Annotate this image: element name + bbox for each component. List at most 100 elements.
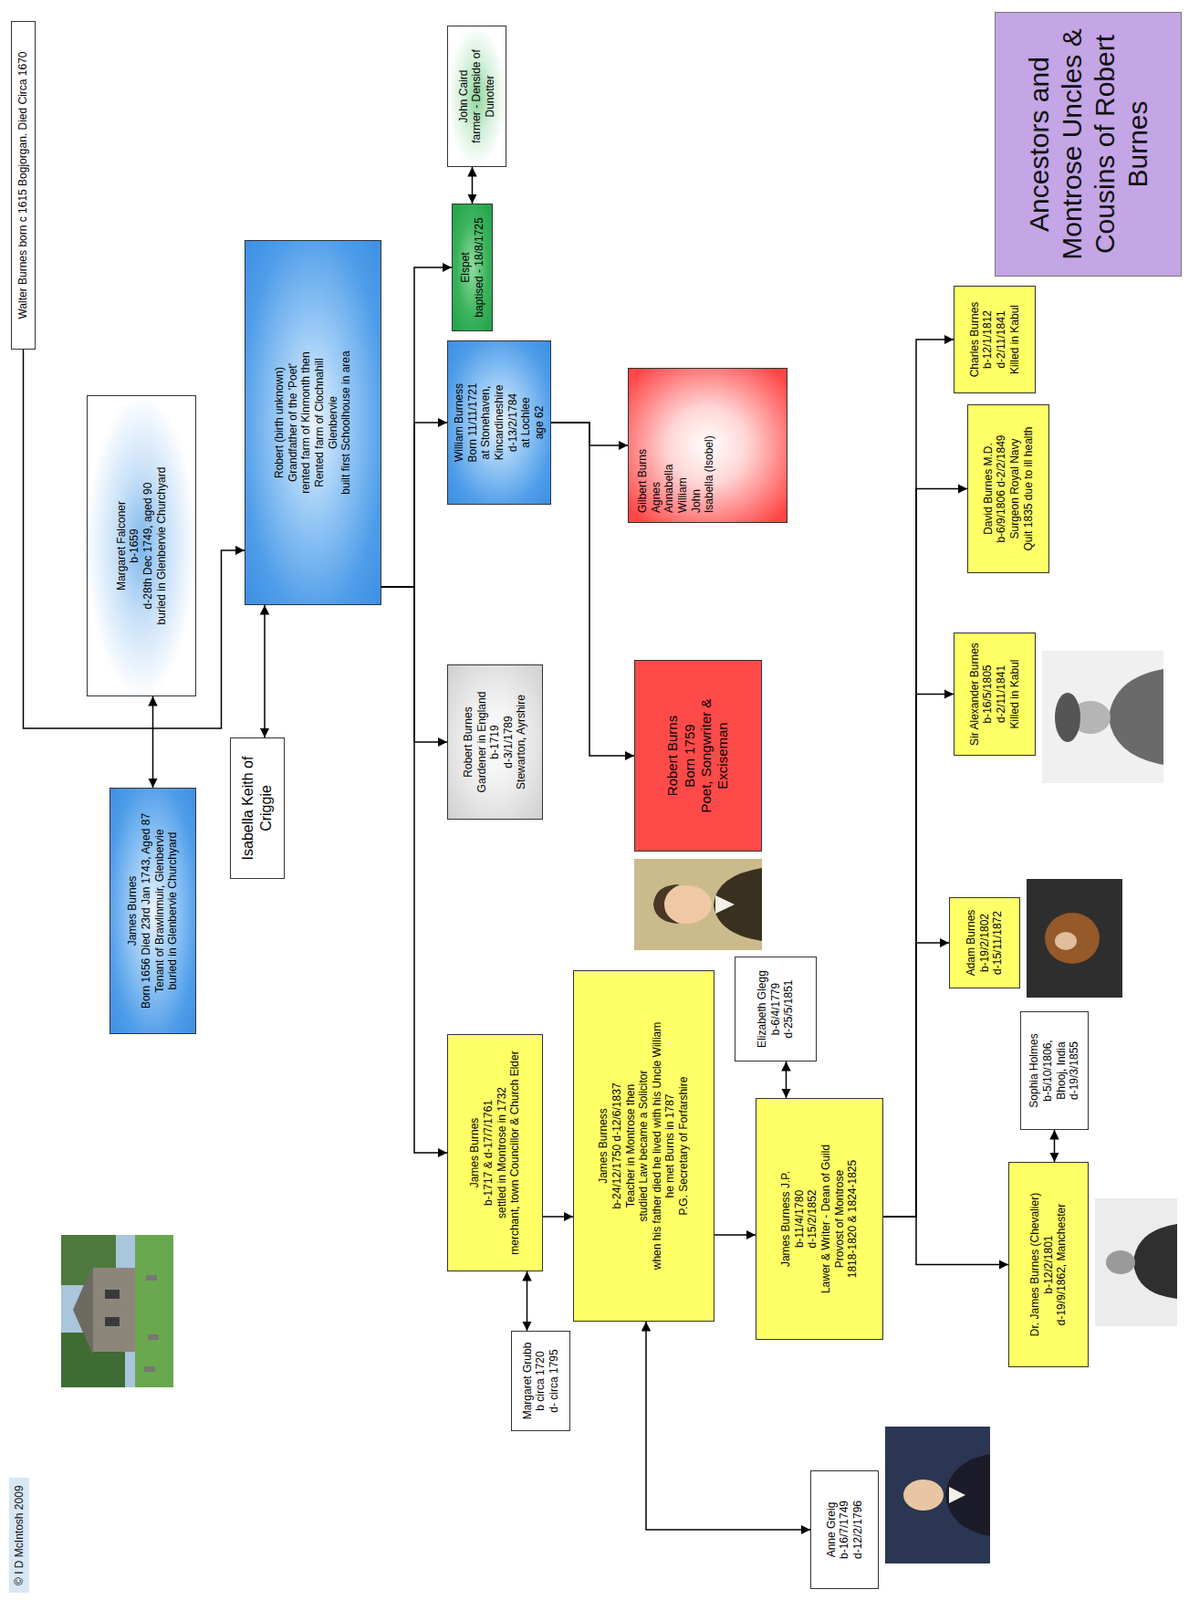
alexander-burnes-photo bbox=[1042, 650, 1164, 783]
family-connector bbox=[542, 1215, 574, 1218]
box-text: John bbox=[689, 489, 704, 513]
box-text: Annabella bbox=[662, 464, 677, 513]
box-text: buried in Glenbervie Churchyard bbox=[166, 832, 180, 991]
family-connector bbox=[883, 339, 954, 1217]
photo-detail bbox=[945, 1453, 991, 1536]
dr-james-burnes-photo bbox=[1095, 1198, 1178, 1326]
box-text: d-13/2/1784 bbox=[506, 393, 521, 452]
person-box: John Cairdfarmer - Denside of Dunotter bbox=[447, 25, 507, 167]
box-text: Surgeon Royal Navy bbox=[1008, 438, 1023, 539]
box-text: David Burnes M.D. bbox=[981, 442, 996, 535]
person-box: James Burnessb-24/12/1750 d-12/6/1837Tea… bbox=[573, 969, 715, 1322]
person-box: Walter Burnes born c 1615 Bogjorgan. Die… bbox=[10, 20, 36, 350]
family-connector bbox=[381, 586, 448, 1153]
box-text: Margaret Grubb bbox=[521, 1342, 535, 1420]
box-text: merchant, town Councillor & Church Elder bbox=[508, 1050, 522, 1254]
family-connector bbox=[23, 349, 246, 729]
box-text: b-6/4/1779 bbox=[769, 982, 783, 1035]
box-text: Walter Burnes born c 1615 Bogjorgan. Die… bbox=[16, 51, 31, 319]
box-text: Robert (birth unknown) bbox=[272, 366, 287, 479]
box-text: Poet, Songwriter & Exciseman bbox=[698, 666, 732, 845]
box-text: b-12/2/1801 bbox=[1042, 1234, 1056, 1294]
box-text: Elspet bbox=[458, 251, 473, 282]
photo-detail bbox=[93, 1267, 139, 1352]
box-text: Quit 1835 due to ill health bbox=[1022, 426, 1036, 551]
family-connector bbox=[551, 422, 628, 446]
person-box: Margaret Grubbb circa 1720d- circa 1795 bbox=[511, 1330, 571, 1431]
copyright-label: © I D McIntosh 2009 bbox=[9, 1477, 30, 1593]
robert-burns-portrait bbox=[634, 858, 762, 950]
box-text: James Burnes bbox=[468, 1117, 482, 1189]
photo-detail bbox=[135, 1234, 174, 1388]
box-text: age 62 bbox=[532, 406, 547, 440]
james-burness-portrait bbox=[885, 1426, 991, 1564]
box-text: baptised - 18/8/1725 bbox=[472, 217, 487, 317]
box-text: Gardener in England bbox=[475, 691, 490, 793]
person-box: David Burnes M.D.b-6/9/1806 d-2/2/1849Su… bbox=[967, 404, 1050, 574]
family-connector bbox=[883, 489, 968, 1218]
photo-detail bbox=[146, 1274, 157, 1281]
box-text: Isabella Keith of Criggie bbox=[239, 743, 275, 873]
box-text: Born 11/11/1721 bbox=[466, 383, 480, 463]
box-text: d-19/9/1862, Manchester bbox=[1054, 1203, 1069, 1325]
title-box: Ancestors and Montrose Uncles & Cousins … bbox=[994, 11, 1182, 277]
box-text: at Stonehaven, bbox=[479, 385, 493, 460]
photo-detail bbox=[144, 1366, 156, 1372]
box-text: Stewarton, Ayrshire bbox=[514, 694, 529, 790]
box-text: b-19/2/1802 bbox=[978, 913, 992, 972]
person-box: Adam Burnesb-19/2/1802d-15/11/1872 bbox=[949, 896, 1021, 989]
photo-detail bbox=[1042, 650, 1164, 783]
box-text: b-16/5/1805 bbox=[980, 664, 995, 723]
box-text: Isabella (Isobel) bbox=[702, 435, 717, 513]
box-text: d-12/2/1796 bbox=[851, 1500, 866, 1559]
person-box: Robert BurnsBorn 1759Poet, Songwriter & … bbox=[634, 659, 762, 852]
photo-detail bbox=[713, 867, 762, 941]
box-text: b-5/10/1806, bbox=[1041, 1039, 1055, 1101]
photo-detail bbox=[1026, 878, 1123, 998]
box-text: Sophia Holmes bbox=[1027, 1032, 1042, 1107]
family-connector bbox=[526, 1271, 529, 1331]
box-text: he met Burns in 1787 bbox=[663, 1093, 678, 1198]
person-box: James BurnesBorn 1656 Died 23rd Jan 1743… bbox=[109, 787, 197, 1034]
box-text: Bhooj, India bbox=[1054, 1041, 1069, 1099]
box-text: James Burness bbox=[596, 1107, 611, 1184]
person-box: Sir Alexander Burnesb-16/5/1805d-2/11/18… bbox=[953, 632, 1036, 756]
diagram-title: Ancestors and Montrose Uncles & Cousins … bbox=[1022, 23, 1155, 265]
box-text: Born 1656 Died 23rd Jan 1743, Aged 87 bbox=[139, 813, 154, 1009]
box-text: buried in Glenbervie Churchyard bbox=[155, 467, 169, 626]
family-connector bbox=[1053, 1129, 1056, 1162]
box-text: 1818-1820 & 1824-1825 bbox=[845, 1159, 860, 1278]
box-text: b circa 1720 bbox=[533, 1350, 548, 1410]
box-text: Grandfather of the 'Poet' bbox=[286, 363, 301, 482]
box-text: at Lochlee bbox=[519, 396, 533, 448]
box-text: Gilbert Burns bbox=[636, 448, 650, 513]
box-text: Tenant of Brawlinmuir, Glenbervie bbox=[153, 828, 167, 992]
family-connector bbox=[714, 1233, 756, 1236]
box-text: John Caird bbox=[457, 69, 471, 123]
photo-detail bbox=[1054, 931, 1077, 950]
photo-detail bbox=[104, 1289, 120, 1299]
photo-detail bbox=[715, 895, 735, 914]
family-connector bbox=[381, 586, 448, 742]
family-connector bbox=[381, 267, 452, 587]
box-text: Dr. James Burnes (Chevalier) bbox=[1028, 1192, 1043, 1336]
person-box: Elspetbaptised - 18/8/1725 bbox=[451, 203, 493, 332]
box-text: d-25/5/1851 bbox=[782, 979, 796, 1038]
person-box: Sophia Holmesb-5/10/1806,Bhooj, Indiad-1… bbox=[1020, 1011, 1089, 1130]
box-text: d-3/1/1789 bbox=[501, 715, 516, 768]
box-text: d-15/2/1852 bbox=[805, 1189, 820, 1248]
church-photo bbox=[61, 1234, 174, 1388]
box-text: studied Law became a Solicitor bbox=[636, 1069, 651, 1221]
box-text: b-1659 bbox=[127, 528, 142, 563]
box-text: b-16/7/1749 bbox=[837, 1500, 852, 1559]
box-text: rented farm of Kinmonth then bbox=[299, 351, 313, 493]
family-connector bbox=[152, 696, 155, 788]
box-text: d- circa 1795 bbox=[547, 1348, 562, 1412]
family-connector bbox=[785, 1061, 788, 1098]
person-box: James Burnesb-1717 & d-17/7/1761settled … bbox=[447, 1033, 543, 1272]
person-box: Robert (birth unknown)Grandfather of the… bbox=[244, 239, 382, 605]
box-text: Charles Burnes bbox=[968, 302, 982, 378]
photo-detail bbox=[73, 1263, 94, 1356]
box-text: William Burness bbox=[452, 383, 467, 462]
